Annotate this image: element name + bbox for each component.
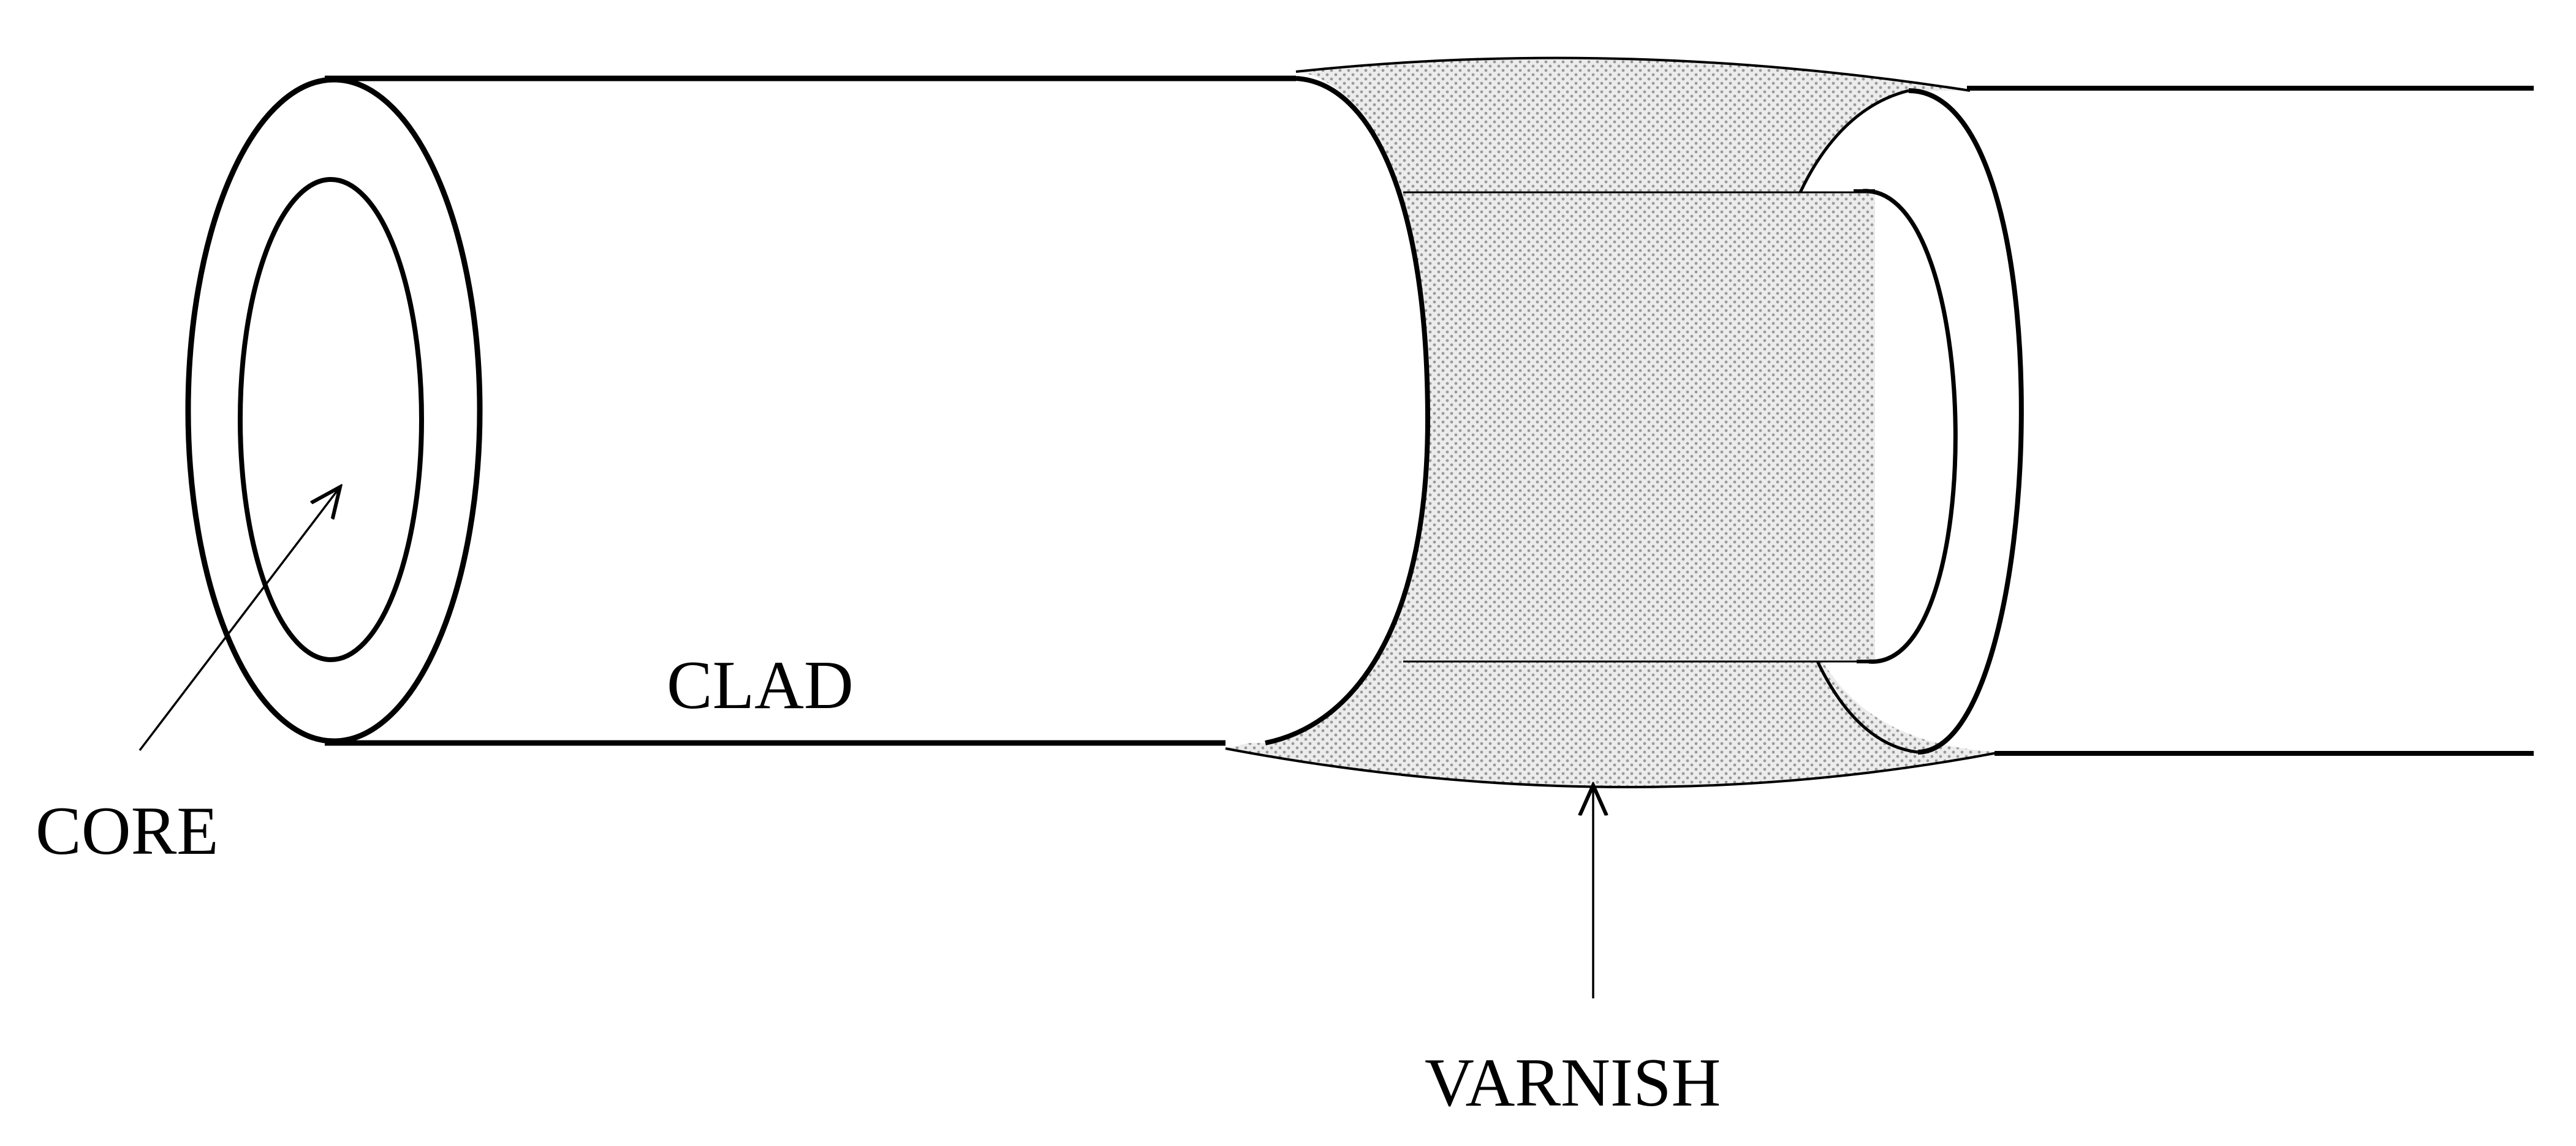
core-label: CORE — [36, 793, 219, 869]
core-cross-section — [238, 177, 424, 662]
clad-label: CLAD — [667, 647, 854, 723]
varnish-label: VARNISH — [1425, 1045, 1721, 1121]
fiber-continuation — [1967, 86, 2534, 756]
fiber-body — [325, 75, 1431, 746]
inner-core — [1403, 189, 1958, 664]
core-arrow — [138, 487, 340, 752]
